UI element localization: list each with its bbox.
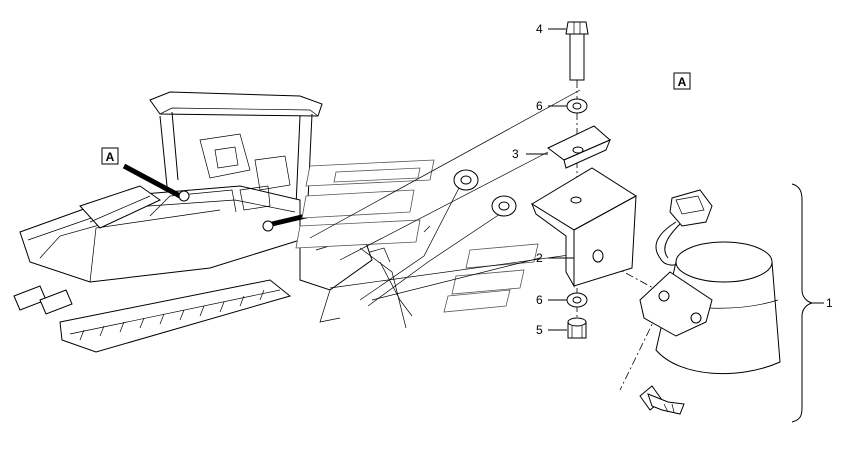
paver-machine-illustration [13,91,413,353]
clip-plate [547,125,611,169]
ghost-washer-2 [491,195,517,217]
part-number-6-bottom: 6 [536,293,543,307]
hex-nut [567,317,587,339]
lamp-screw [639,385,685,415]
part-number-3: 3 [512,147,519,161]
view-a-main-callout: A [673,72,691,90]
part-number-2: 2 [536,251,543,265]
part-number-1: 1 [826,296,833,310]
assembly-bracket-1 [791,183,824,423]
part-number-6-top: 6 [536,99,543,113]
part-number-4: 4 [536,22,543,36]
view-connection-lines [309,89,621,301]
ghost-detail-outline [295,159,539,313]
ghost-washer-1 [453,169,479,191]
view-a-cab-label: A [106,150,115,164]
washer-top [566,98,588,114]
washer-bottom [566,292,588,308]
part-number-5: 5 [536,323,543,337]
mounting-bracket [530,167,637,288]
hex-bolt [565,21,589,81]
lamp-assembly [639,189,781,375]
view-a-cab-callout: A [101,147,119,165]
view-a-main-label: A [678,75,687,89]
